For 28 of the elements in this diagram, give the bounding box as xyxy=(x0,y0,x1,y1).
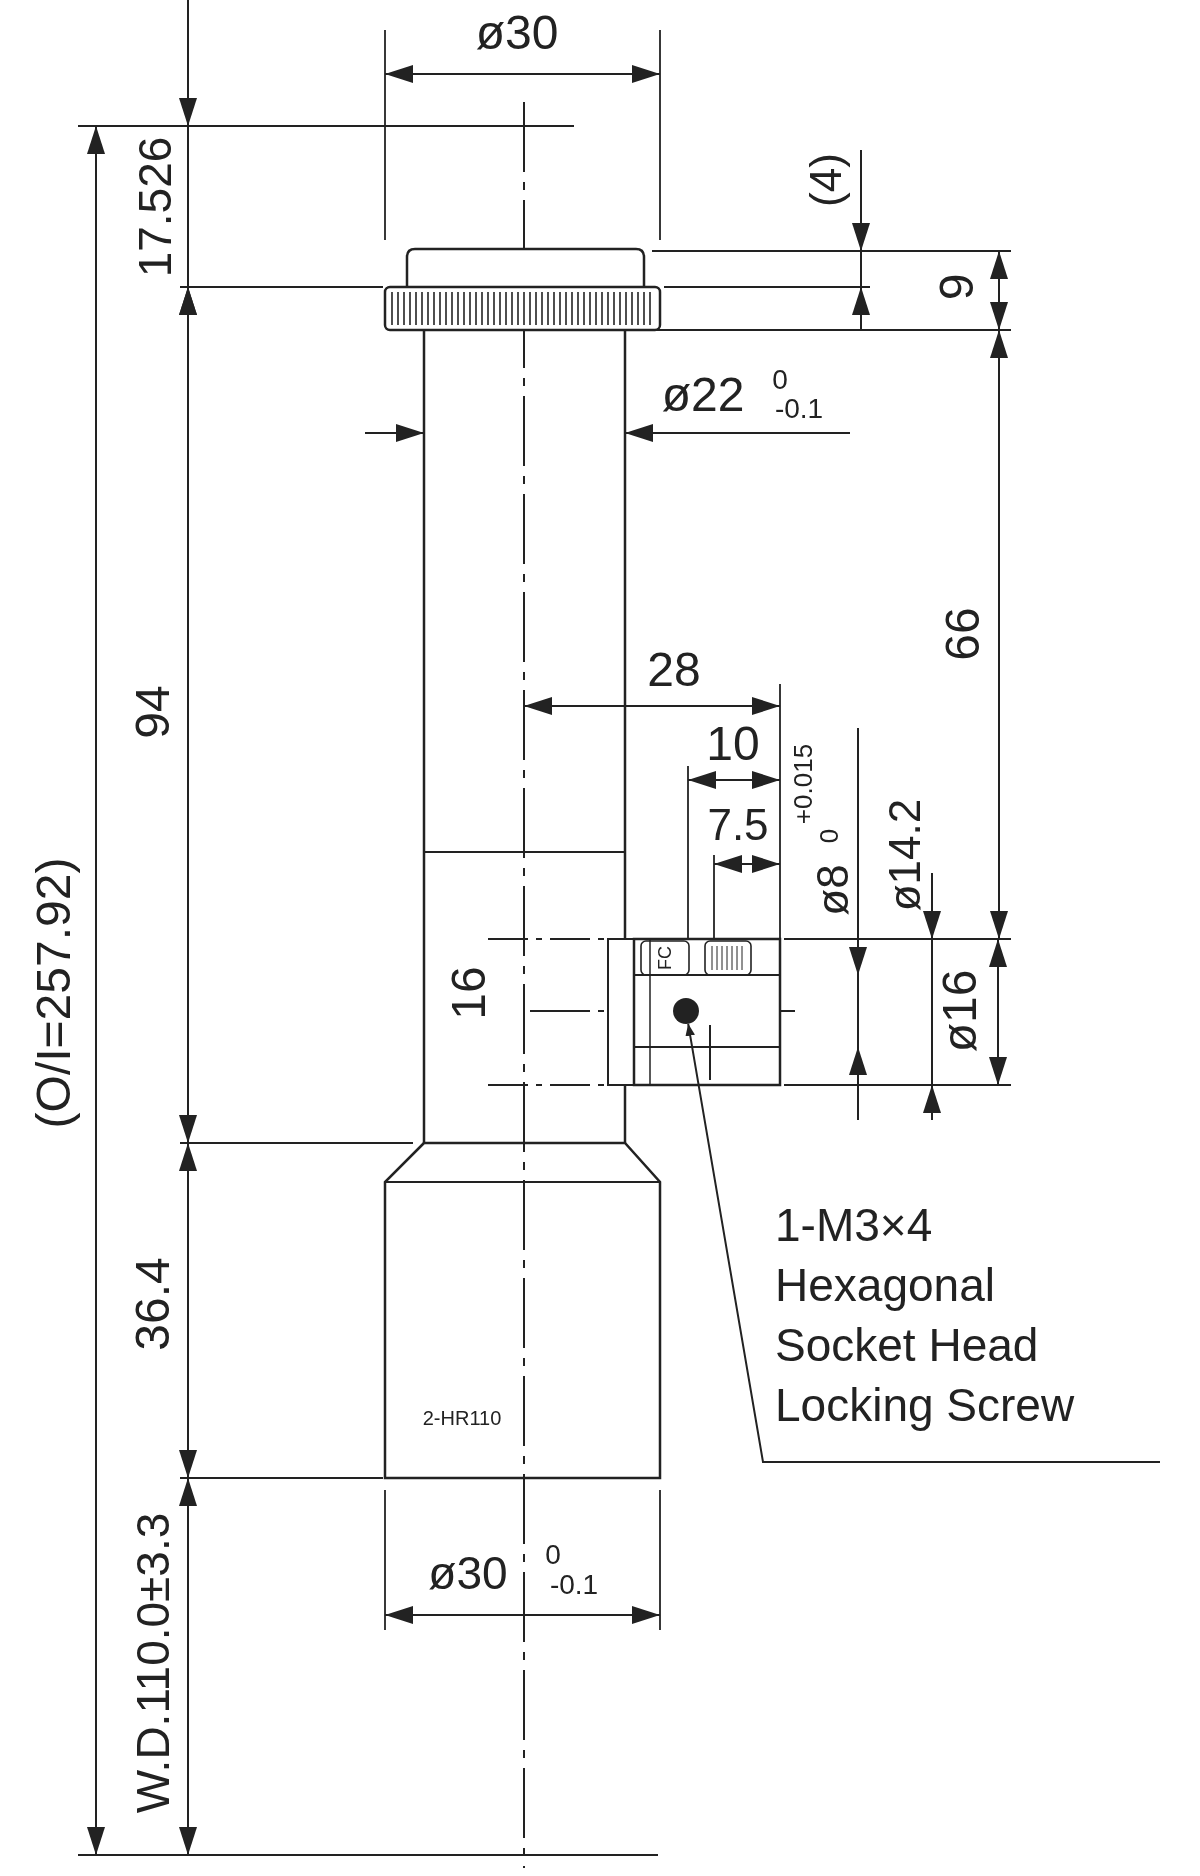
dimension-label: 10 xyxy=(706,720,760,768)
dimension-label: (O/I=257.92) xyxy=(30,857,78,1129)
part-marking: 2-HR110 xyxy=(422,1408,502,1428)
dimension-label: 28 xyxy=(647,646,701,694)
dimension-label: W.D.110.0±3.3 xyxy=(130,1512,176,1814)
leader-line xyxy=(685,1022,1161,1463)
callout-text: 1-M3×4 Hexagonal Socket Head Locking Screw xyxy=(775,1198,1076,1433)
connector-marking: FC xyxy=(656,946,674,970)
dimension-label: 66 xyxy=(939,607,987,661)
dimension-label: 16 xyxy=(445,966,493,1020)
dimension-label: 94 xyxy=(129,685,177,739)
dimension-label: 7.5 xyxy=(707,803,769,847)
tolerance-label: 0 xyxy=(772,366,788,394)
dimension-label: ø14.2 xyxy=(883,798,927,912)
tolerance-label: -0.1 xyxy=(774,395,824,423)
dimension-label: 9 xyxy=(933,273,981,301)
dimension-label: ø30 xyxy=(428,1550,508,1596)
dimension-label: ø8 xyxy=(811,864,855,916)
dimension-label: ø22 xyxy=(661,371,745,419)
tolerance-label: 0 xyxy=(545,1541,561,1569)
dimension-label: ø30 xyxy=(475,9,559,57)
tolerance-label: 0 xyxy=(816,828,842,844)
dimension-label: 17.526 xyxy=(132,136,178,278)
tolerance-label: +0.015 xyxy=(790,743,816,825)
dimension-label: ø16 xyxy=(936,969,984,1053)
tolerance-label: -0.1 xyxy=(549,1571,599,1599)
dimension-label: (4) xyxy=(804,153,848,207)
dimension-label: 36.4 xyxy=(129,1257,177,1351)
